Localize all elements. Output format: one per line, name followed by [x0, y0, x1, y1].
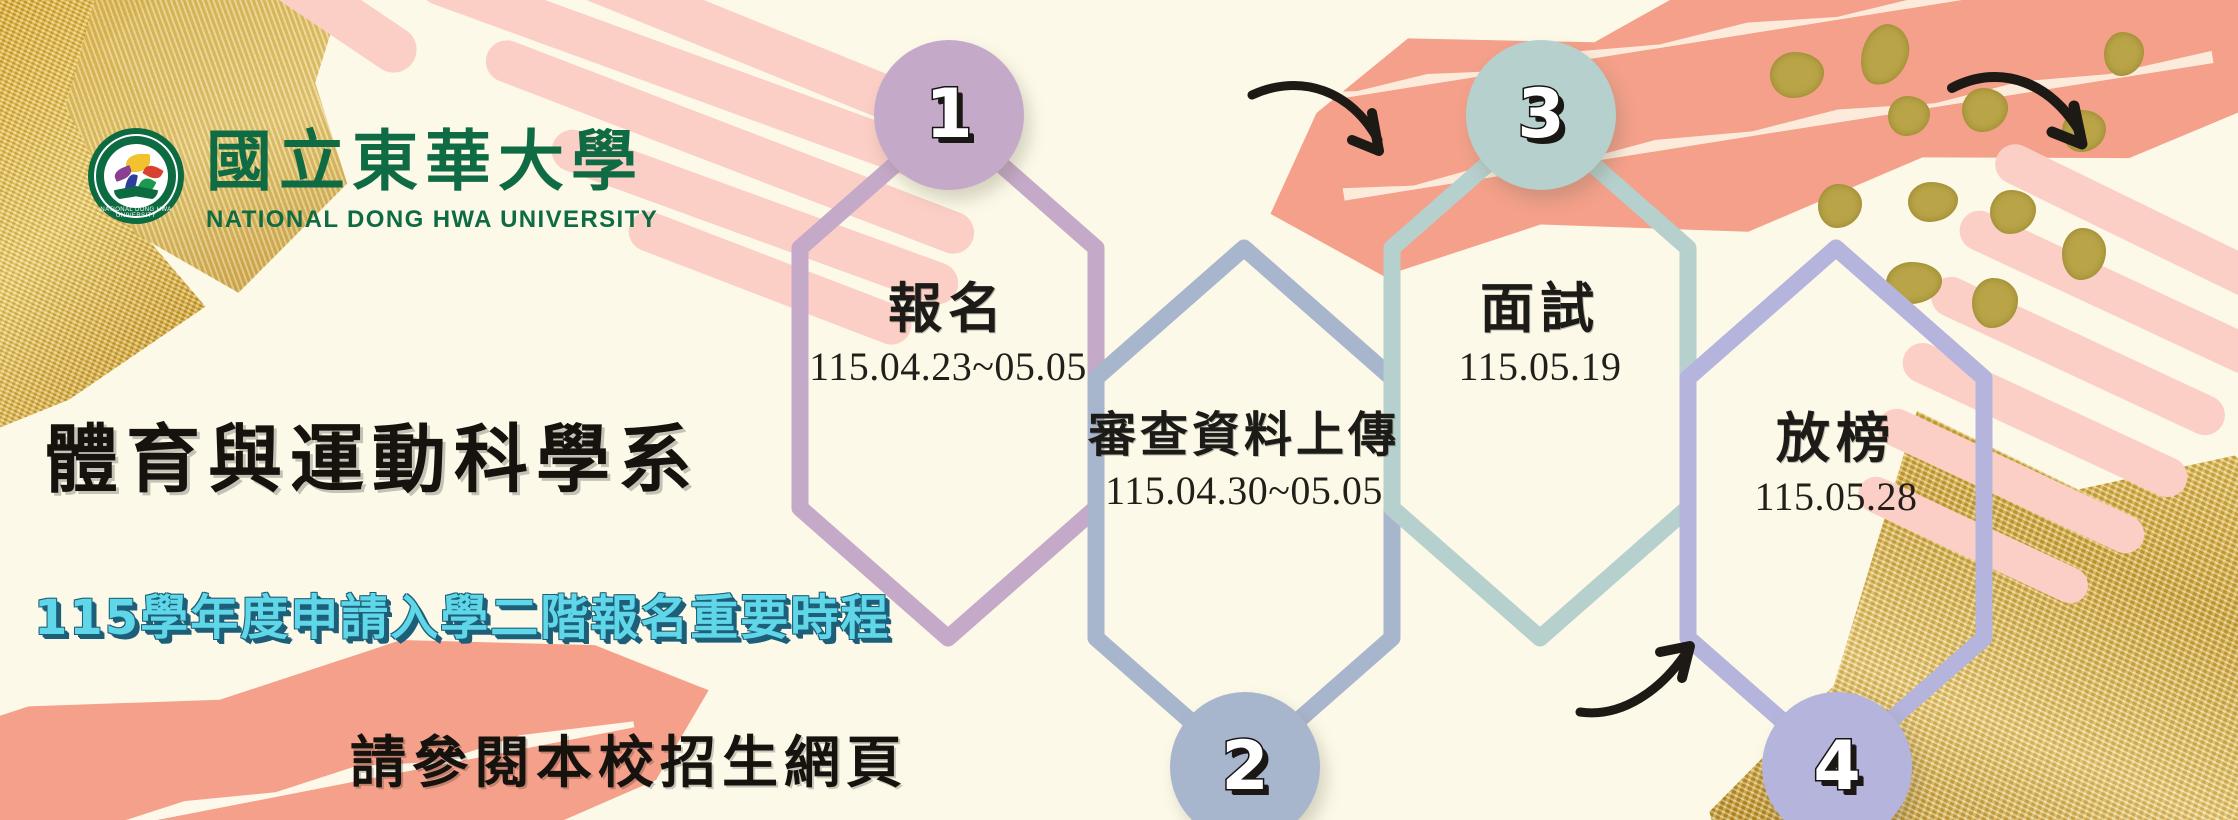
- hexagon-step-2: [1087, 239, 1401, 777]
- banner-footnote: 請參閱本校招生網頁: [350, 730, 908, 796]
- university-name-zh: 國立東華大學: [206, 122, 644, 200]
- department-name: 體育與運動科學系: [44, 417, 700, 503]
- step-badge-4-number: 4: [1812, 727, 1862, 806]
- university-logo: NATIONAL DONG HWA UNIVERSITY 國立東華大學 NATI…: [88, 128, 658, 234]
- hexagon-step-4: [1679, 239, 1993, 777]
- step-badge-4: 4: [1762, 692, 1912, 820]
- step-badge-2: 2: [1170, 692, 1320, 820]
- crest-book-icon: [114, 186, 158, 200]
- crest-emblem: [104, 144, 168, 208]
- university-name-block: 國立東華大學 NATIONAL DONG HWA UNIVERSITY: [206, 128, 658, 234]
- banner-headline: 115學年度申請入學二階報名重要時程: [34, 590, 891, 646]
- step-badge-3-number: 3: [1516, 75, 1566, 154]
- step-badge-3: 3: [1466, 40, 1616, 190]
- university-name-en: NATIONAL DONG HWA UNIVERSITY: [206, 206, 659, 233]
- university-crest-icon: NATIONAL DONG HWA UNIVERSITY: [88, 128, 184, 224]
- arrow-step3-to-step4-icon: [1947, 71, 2088, 150]
- step-badge-2-number: 2: [1220, 727, 1270, 806]
- arrow-step2-to-step3-icon: [1575, 641, 1695, 718]
- crest-ring-text: NATIONAL DONG HWA UNIVERSITY: [100, 207, 172, 219]
- hexagon-step-1: [791, 109, 1105, 647]
- step-badge-1-number: 1: [924, 75, 974, 154]
- step-badge-1: 1: [874, 40, 1024, 190]
- arrow-step1-to-step2-icon: [1247, 81, 1384, 156]
- hexagon-step-3: [1383, 109, 1697, 647]
- crest-ring: [94, 134, 178, 218]
